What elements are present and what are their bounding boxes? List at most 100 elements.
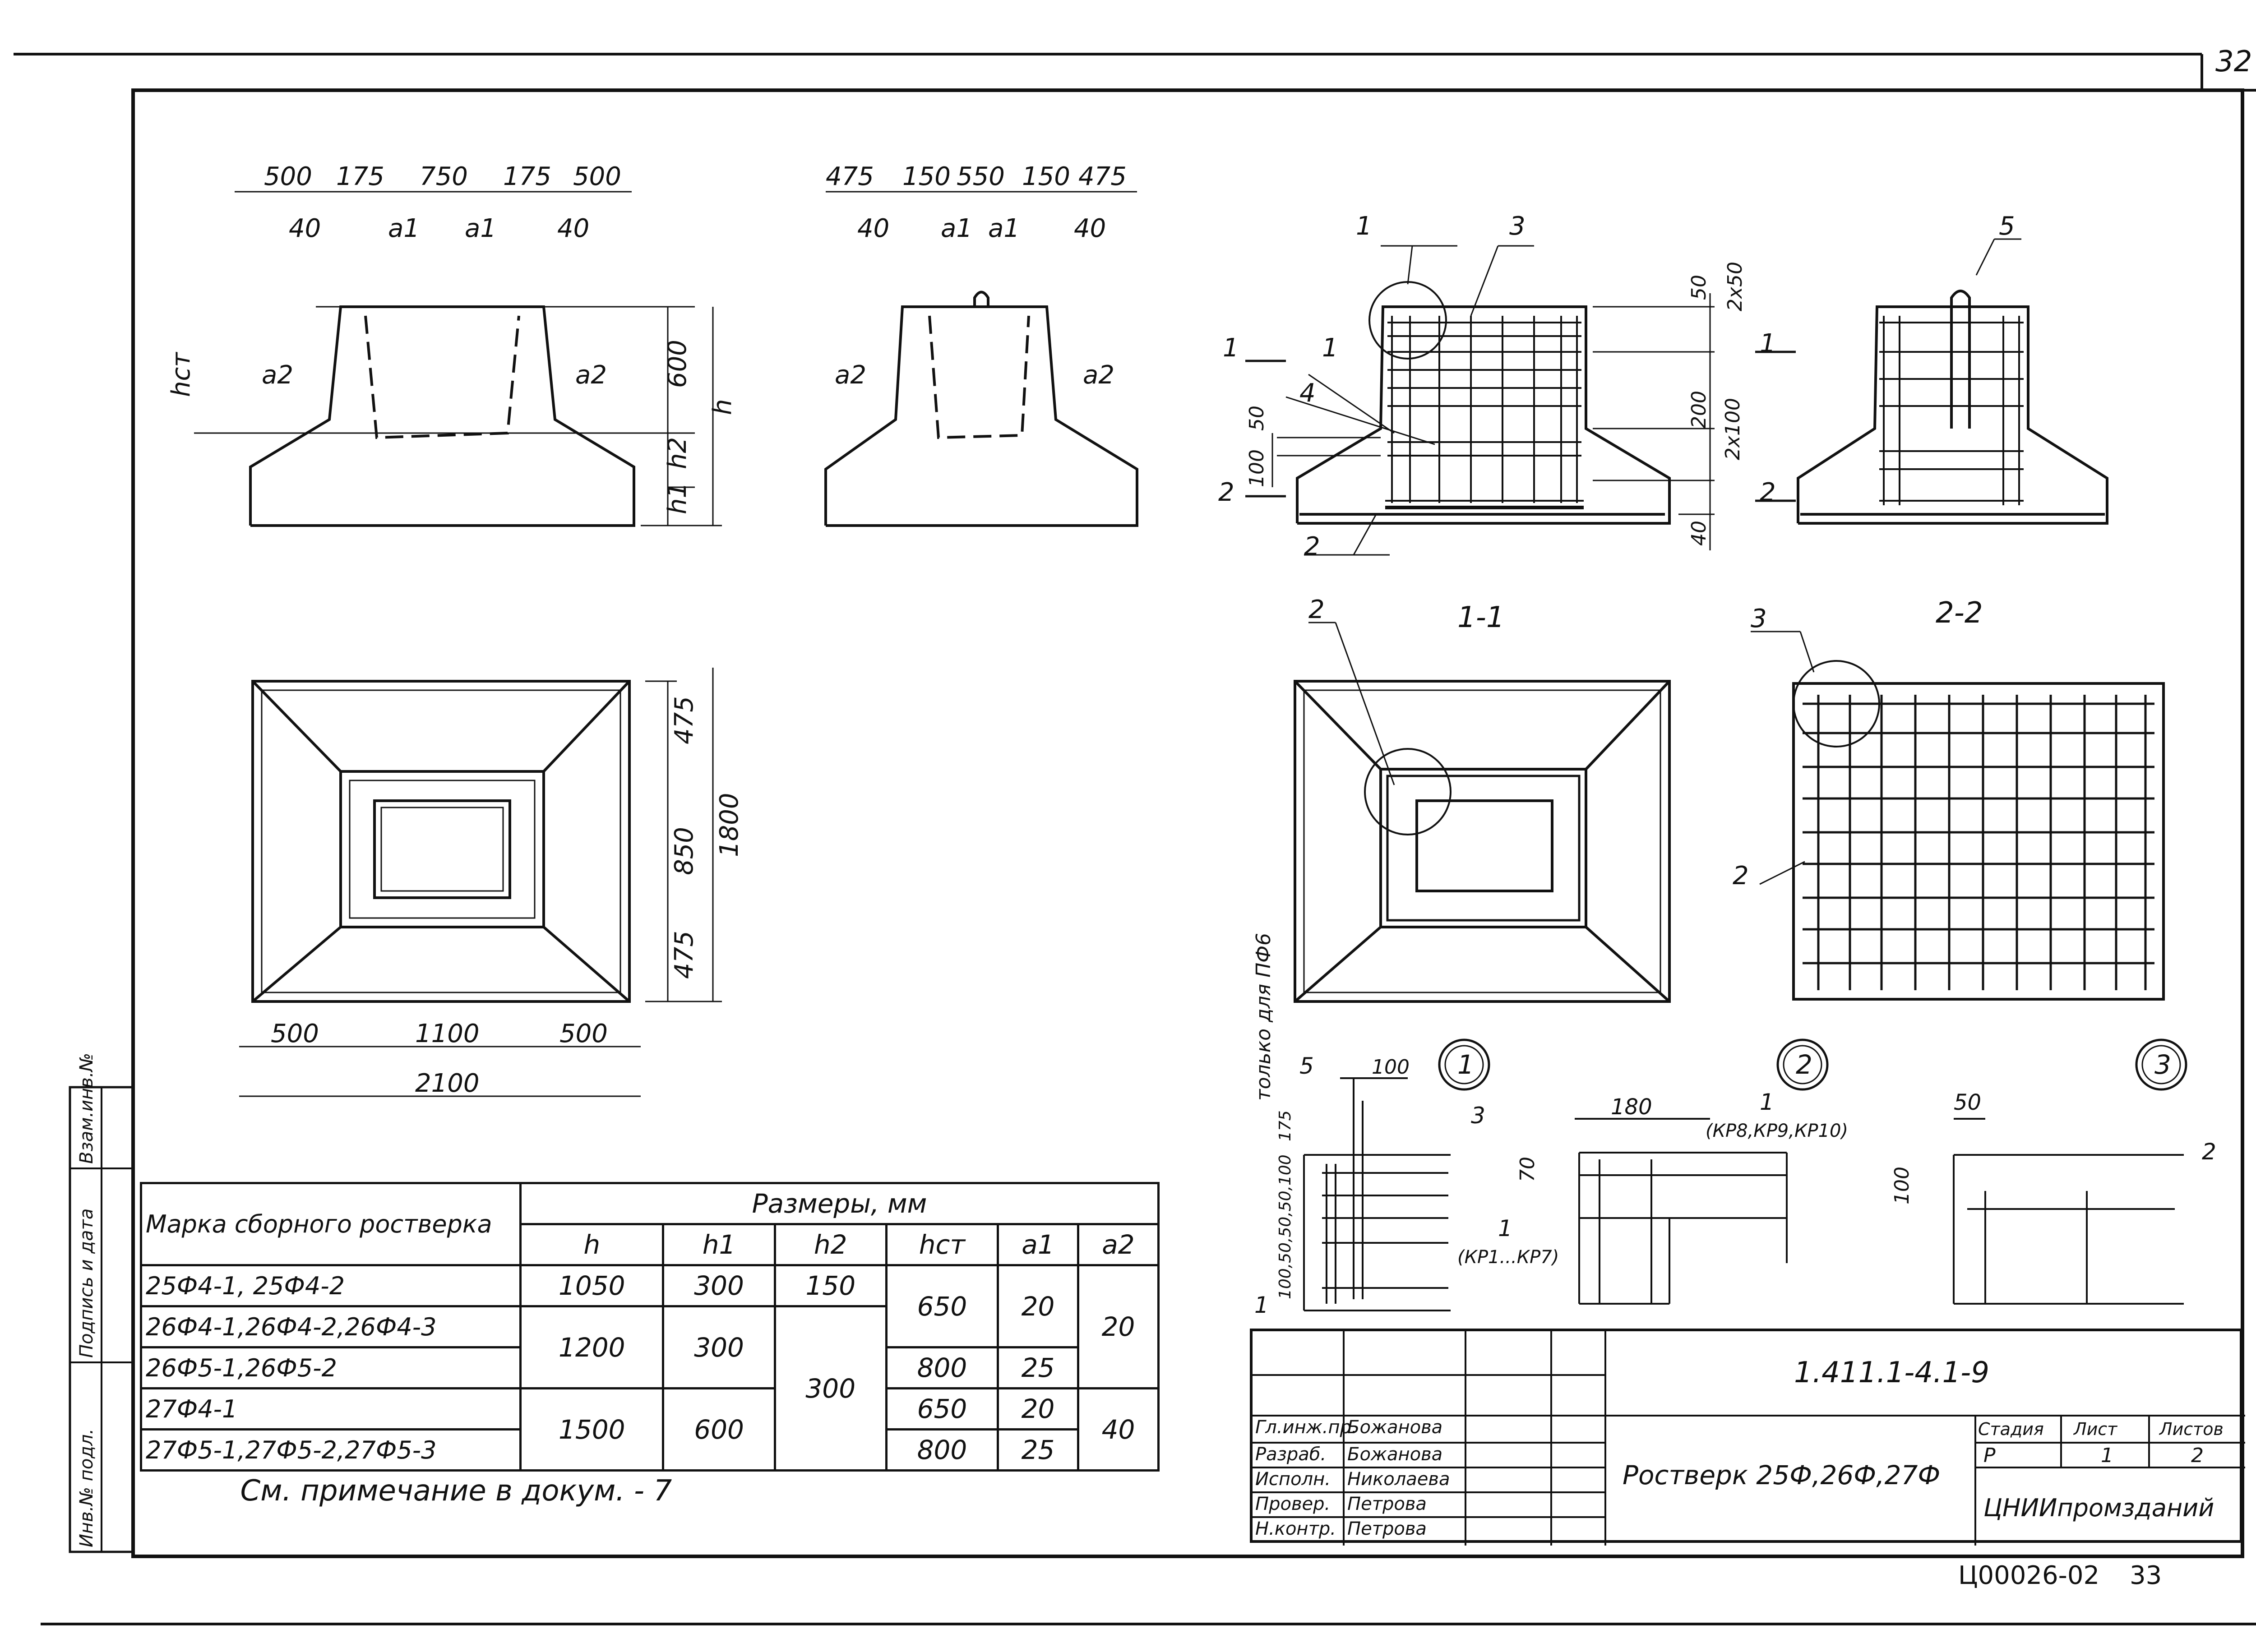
- row-a2: 20: [1077, 1264, 1160, 1389]
- cut-mark-1-right: 1: [1760, 329, 1776, 358]
- detail-1-dim-100: 100: [1372, 1056, 1410, 1079]
- row-h2: 150: [773, 1264, 888, 1307]
- detail-2-dim-70: 70: [1516, 1157, 1539, 1182]
- section-2-2-leader-3: 3: [1751, 604, 1767, 633]
- title-sheets: 2: [2191, 1444, 2204, 1467]
- title-sheet-label: Лист: [2074, 1419, 2117, 1439]
- row-hst: 800: [885, 1346, 999, 1389]
- detail-3-dim-50: 50: [1954, 1090, 1981, 1115]
- name-developer: Божанова: [1347, 1444, 1443, 1465]
- cut-mark-2-right: 2: [1760, 478, 1776, 507]
- detail-1-label-kr: (КР1...КР7): [1457, 1247, 1559, 1268]
- table-header-mark: Марка сборного ростверка: [140, 1182, 522, 1266]
- detail-callout-3: 3: [2154, 1049, 2171, 1080]
- section-leader-1b: 1: [1322, 333, 1338, 363]
- detail-1: [1303, 1077, 1451, 1311]
- cut-mark-1-left: 1: [1223, 333, 1239, 363]
- row-mark: 25Ф4-1, 25Ф4-2: [140, 1264, 522, 1307]
- elev-left-600: 600: [663, 340, 692, 388]
- detail-callout-1: 1: [1457, 1049, 1474, 1080]
- elev-right-a2-right: a2: [1083, 360, 1114, 390]
- elev-left-a2-right: a2: [575, 360, 607, 390]
- row-a1: 25: [997, 1428, 1079, 1472]
- title-doc-code: 1.411.1-4.1-9: [1794, 1356, 1989, 1389]
- elev-left-dim-4: 175: [503, 162, 551, 191]
- section-leader-2: 2: [1304, 532, 1320, 561]
- row-mark: 27Ф4-1: [140, 1387, 522, 1431]
- table-row: 27Ф4-1 1500 600 650 20 40: [140, 1387, 1160, 1472]
- row-hst: 650: [885, 1387, 999, 1431]
- detail-2: [1575, 1118, 1788, 1305]
- detail-2-label-1: 1: [1760, 1089, 1774, 1115]
- elev-right-inner-2: a1: [941, 214, 972, 243]
- section-dim-50: 50: [1687, 275, 1710, 300]
- detail-1-label-1b: 1: [1254, 1292, 1269, 1318]
- row-h: 1500: [519, 1387, 665, 1472]
- title-stage-label: Стадия: [1978, 1419, 2044, 1439]
- elev-right-inner-1: 40: [857, 214, 889, 243]
- row-mark: 26Ф5-1,26Ф5-2: [140, 1346, 522, 1389]
- title-block: 1.411.1-4.1-9 Ростверк 25Ф,26Ф,27Ф Стади…: [1250, 1329, 2245, 1546]
- stamp-signature-date: Подпись и дата: [76, 1209, 97, 1358]
- section-dim-left-100: 100: [1245, 449, 1268, 487]
- detail-1-label-5: 5: [1299, 1053, 1314, 1079]
- row-hst: 800: [885, 1428, 999, 1472]
- role-norm-control: Н.контр.: [1255, 1518, 1336, 1539]
- section-leader-3: 3: [1509, 212, 1526, 241]
- plan-view: [239, 668, 722, 1097]
- elev-left-dim-1: 500: [264, 162, 312, 191]
- elev-left-inner-4: 40: [557, 214, 589, 243]
- row-h1: 300: [662, 1264, 776, 1307]
- table-row: 26Ф4-1,26Ф4-2,26Ф4-3 1200 300 300: [140, 1305, 1159, 1472]
- section-leader-5: 5: [1999, 212, 2015, 241]
- archive-code: Ц00026-02: [1958, 1561, 2100, 1590]
- row-a1: 25: [997, 1346, 1079, 1389]
- section-1-1-leader-2: 2: [1308, 595, 1325, 624]
- elevation-right-outline: [824, 191, 1138, 527]
- row-h1: 600: [662, 1387, 776, 1472]
- section-leader-4: 4: [1299, 378, 1316, 408]
- plan-dim-475-bottom: 475: [670, 931, 699, 979]
- elevation-left-outline: [194, 191, 722, 527]
- stamp-vzam-inv: Взам.инв.№: [76, 1053, 97, 1164]
- row-a1: 20: [997, 1264, 1079, 1348]
- section-dim-40: 40: [1687, 521, 1710, 546]
- detail-2-dim-180: 180: [1611, 1094, 1652, 1120]
- table-header-hst: hст: [885, 1223, 999, 1266]
- table-note: См. примечание в докум. - 7: [240, 1474, 672, 1508]
- table-row: 26Ф5-1,26Ф5-2 800 25: [140, 1346, 1159, 1389]
- role-executor: Исполн.: [1255, 1469, 1331, 1490]
- role-developer: Разраб.: [1255, 1444, 1327, 1465]
- row-h2: 300: [773, 1305, 888, 1472]
- detail-3-label-2: 2: [2202, 1139, 2216, 1165]
- plan-dim-500-right: 500: [559, 1019, 608, 1048]
- elev-right-inner-3: a1: [988, 214, 1020, 243]
- table-header-a2: a2: [1077, 1223, 1160, 1266]
- elev-right-dim-3: 550: [957, 162, 1005, 191]
- detail-3-dim-100: 100: [1891, 1167, 1914, 1204]
- title-stage: Р: [1983, 1444, 1996, 1467]
- elev-left-inner-3: a1: [465, 214, 496, 243]
- elev-left-h1: h1: [663, 482, 692, 514]
- section-2-2-leader-2: 2: [1733, 861, 1749, 891]
- section-2-2-label: 2-2: [1936, 596, 1983, 630]
- elev-left-inner-1: 40: [289, 214, 321, 243]
- row-h: 1200: [519, 1305, 665, 1389]
- elev-left-a2-left: a2: [262, 360, 293, 390]
- elev-left-h2: h2: [663, 437, 692, 469]
- row-h: 1050: [519, 1264, 665, 1307]
- section-1-1-label: 1-1: [1457, 601, 1505, 634]
- detail-callout-2: 2: [1796, 1049, 1812, 1080]
- table-header-h1: h1: [662, 1223, 776, 1266]
- row-mark: 27Ф5-1,27Ф5-2,27Ф5-3: [140, 1428, 522, 1472]
- table-header-h: h: [519, 1223, 665, 1266]
- section-1-1-plan: [1294, 622, 1671, 1003]
- plan-dim-850: 850: [670, 827, 699, 875]
- detail-1-label-1: 1: [1498, 1215, 1512, 1241]
- plan-dim-2100: 2100: [415, 1069, 480, 1098]
- row-mark: 26Ф4-1,26Ф4-2,26Ф4-3: [140, 1305, 522, 1348]
- name-checker: Петрова: [1347, 1494, 1427, 1514]
- elev-right-inner-4: 40: [1074, 214, 1106, 243]
